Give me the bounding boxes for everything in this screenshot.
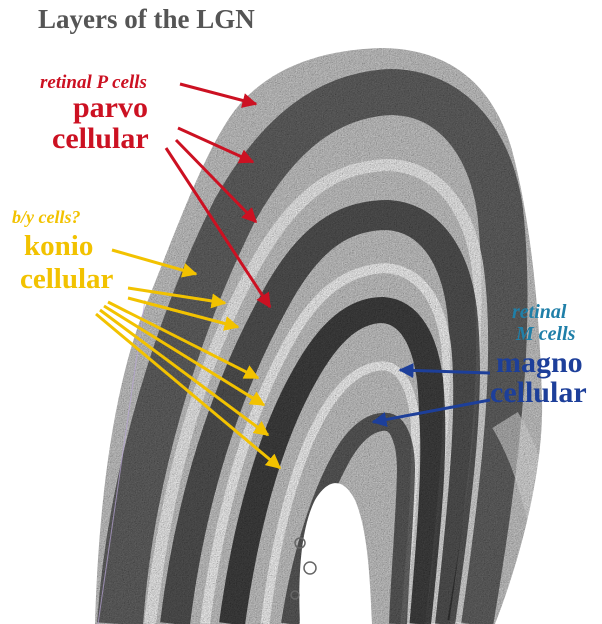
figure-title: Layers of the LGN [38,6,255,33]
parvo-label-line2: cellular [52,124,149,154]
parvo-subtitle: retinal P cells [40,73,147,92]
magno-label-line1: magno [496,348,583,378]
magno-subtitle-line2: M cells [516,324,575,344]
konio-subtitle: b/y cells? [12,208,80,226]
parvo-label-line1: parvo [73,93,148,123]
konio-label-line2: cellular [20,265,113,294]
magno-label-line2: cellular [490,378,587,408]
parvo-arrow [180,84,256,104]
magno-subtitle-line1: retinal [512,302,566,322]
konio-label-line1: konio [24,232,93,261]
